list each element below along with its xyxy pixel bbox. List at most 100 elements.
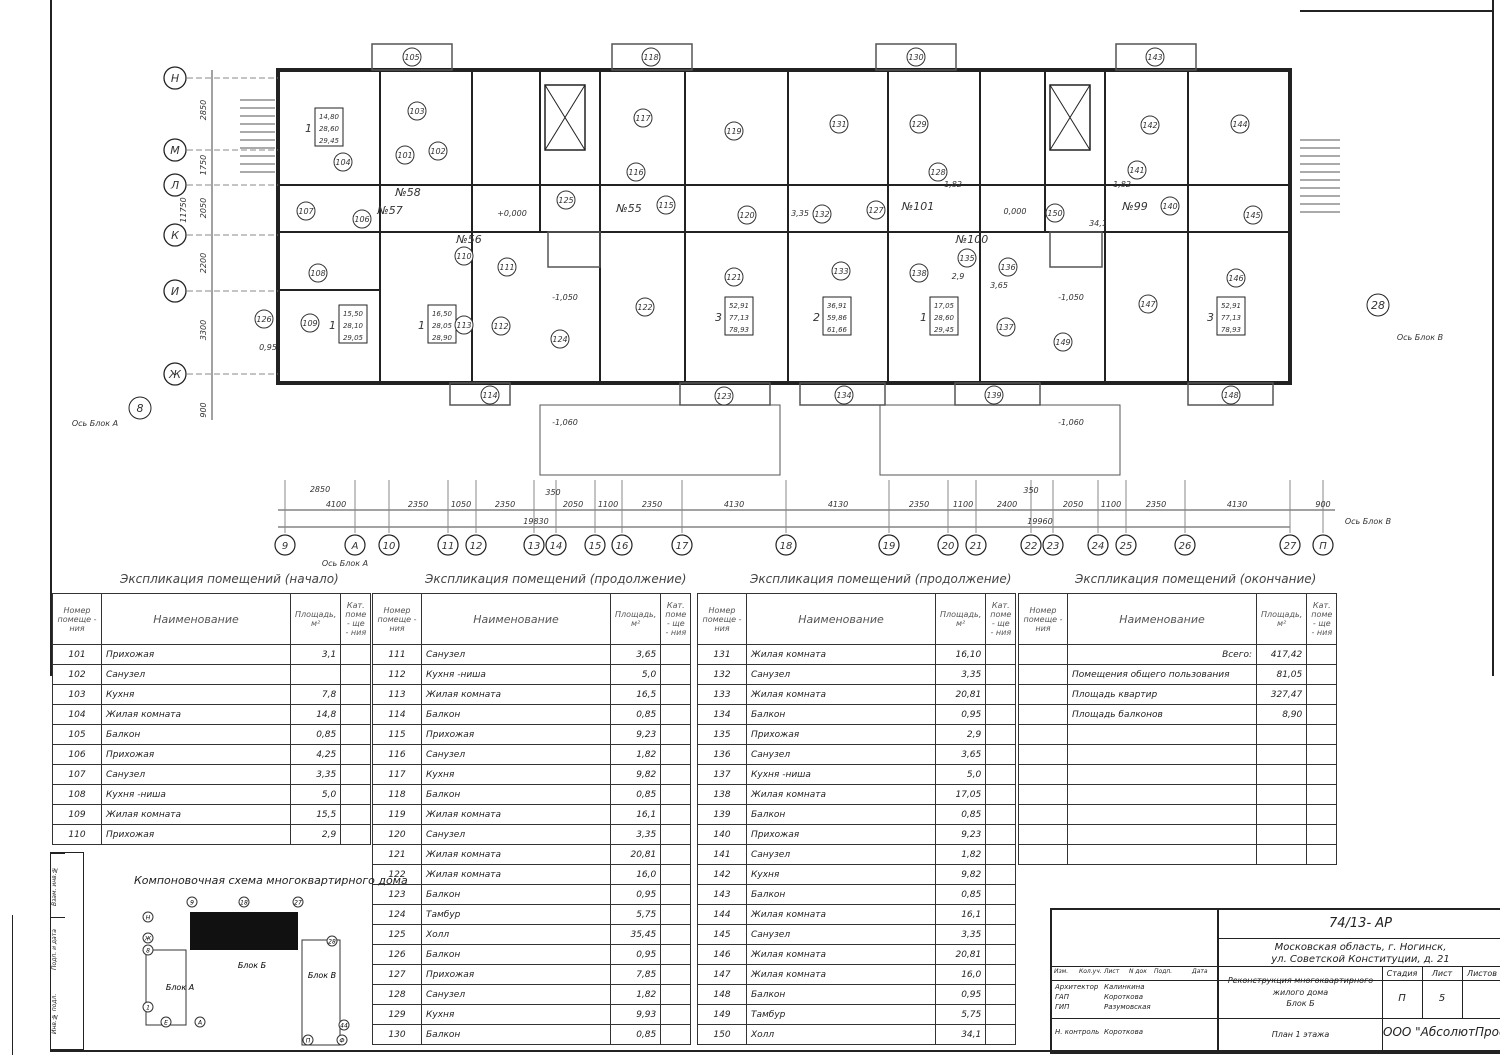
person-name: Калинкина (1104, 983, 1145, 991)
room-category (660, 664, 692, 685)
room-number: 134 (697, 704, 747, 725)
room-category (660, 644, 692, 665)
room-number: 111 (499, 263, 514, 272)
header-cat: Кат. поме - ще - ния (1306, 593, 1338, 645)
dimension-text: 900 (199, 402, 208, 417)
room-name: Балкон (746, 804, 936, 825)
room-name: Балкон (421, 884, 611, 905)
room-name: Кухня -ниша (746, 764, 936, 785)
title-block: 74/13- АР Московская область, г. Ногинск… (1050, 908, 1500, 1054)
axis-bubble (274, 534, 296, 556)
room-number-bubble (1160, 196, 1180, 216)
axis-bubble (128, 396, 152, 420)
room-number-bubble (454, 315, 474, 335)
room-name: Жилая комната (746, 644, 936, 665)
room-area: 3,35 (289, 764, 342, 785)
room-category (660, 764, 692, 785)
revision-column-head: N док (1129, 968, 1147, 975)
elevator-cross (544, 84, 586, 151)
room-name: Холл (746, 1024, 936, 1045)
room-category (660, 964, 692, 985)
room-number: 150 (1047, 209, 1062, 218)
room-name: Помещения общего пользования (1067, 664, 1257, 685)
room-number-bubble (491, 316, 511, 336)
room-category (660, 684, 692, 705)
apartment-area: 78,93 (729, 326, 749, 334)
axis-label: Ж (168, 368, 182, 381)
schema-axis-bubble (292, 896, 304, 908)
room-number (1018, 844, 1068, 865)
axis-bubble (1174, 534, 1196, 556)
room-number: 148 (697, 984, 747, 1005)
axis-label: 15 (589, 541, 602, 552)
room-name: Кухня (421, 1004, 611, 1025)
exterior-wall (276, 68, 1292, 385)
role: Н. контроль (1055, 1028, 1100, 1036)
room-number: 105 (404, 53, 419, 62)
room-number: 146 (1228, 274, 1243, 283)
dimension-text: 2200 (199, 253, 208, 273)
room-name: Санузел (746, 924, 936, 945)
room-number-bubble (996, 317, 1016, 337)
role: ГИП (1055, 1003, 1070, 1011)
axis-bubble (465, 534, 487, 556)
room-area: 16,0 (934, 964, 987, 985)
room-name: Санузел (746, 744, 936, 765)
room-number: 112 (493, 322, 508, 331)
room-category (985, 1004, 1017, 1025)
schema-axis-label: 18 (240, 900, 248, 907)
person-name: Короткова (1104, 1028, 1143, 1036)
room-number: 150 (697, 1024, 747, 1045)
room-category (340, 824, 372, 845)
role: ГАП (1055, 993, 1069, 1001)
room-area: 9,23 (934, 824, 987, 845)
axis-label: 20 (942, 541, 955, 552)
room-number-bubble (909, 114, 929, 134)
room-number: 134 (836, 391, 851, 400)
level-mark: №56 (455, 233, 481, 246)
room-area: 14,8 (289, 704, 342, 725)
dimension-text: 4130 (724, 500, 744, 509)
dimension-text: 2350 (408, 500, 428, 509)
frame-line (12, 915, 13, 1055)
dimension-text: 2850 (199, 100, 208, 120)
sheet-title: План 1 этажа (1271, 1030, 1330, 1039)
room-name: Балкон (101, 724, 291, 745)
dimension-text: 350 (545, 488, 560, 497)
room-name: Кухня (421, 764, 611, 785)
axis-bubble (1020, 534, 1042, 556)
room-area: 0,85 (609, 1024, 662, 1045)
room-number: 118 (372, 784, 422, 805)
room-number: 118 (643, 53, 658, 62)
room-category (340, 664, 372, 685)
room-number-bubble (454, 246, 474, 266)
room-category (660, 744, 692, 765)
apartment-rooms: 1 (329, 319, 336, 332)
explication-caption: Экспликация помещений (продолжение) (425, 572, 687, 586)
room-number: 110 (52, 824, 102, 845)
level-mark: 3,35 (791, 209, 809, 218)
dimension-text: 2350 (642, 500, 662, 509)
axis-label: 25 (1120, 541, 1133, 552)
room-area: 16,0 (609, 864, 662, 885)
stamp-field: Взам. инв.№ (51, 853, 65, 918)
header-num: Номер помеще - ния (1018, 593, 1068, 645)
room-name: Балкон (421, 704, 611, 725)
room-number-bubble (957, 248, 977, 268)
room-name: Санузел (101, 664, 291, 685)
room-number: 128 (930, 168, 945, 177)
room-number: 119 (726, 127, 741, 136)
room-area: 9,23 (609, 724, 662, 745)
room-category (985, 924, 1017, 945)
room-category (660, 844, 692, 865)
apartment-area: 16,50 (432, 310, 453, 318)
room-area: 7,8 (289, 684, 342, 705)
room-number-bubble (1145, 47, 1165, 67)
